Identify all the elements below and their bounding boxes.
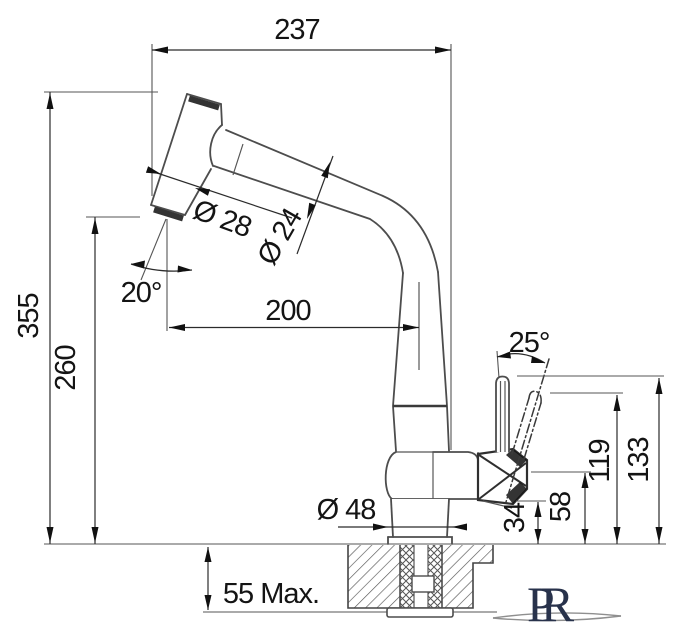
housing-facet	[506, 449, 527, 467]
dim-237: 237	[152, 14, 451, 54]
dim-55-max: 55 Max.	[204, 547, 320, 610]
faucet-base	[388, 499, 452, 544]
dim-label-dia24: Ø 24	[251, 203, 309, 271]
dim-dia-48: Ø 48	[317, 494, 467, 531]
dim-label-260: 260	[50, 345, 82, 390]
housing-facet	[506, 482, 527, 504]
faucet-outline	[150, 93, 550, 545]
dim-label-dia28: Ø 28	[189, 194, 255, 244]
spout-tube-and-column	[214, 130, 449, 451]
countertop-section	[44, 543, 666, 618]
dim-133: 133	[623, 378, 663, 544]
mounting-washer	[386, 607, 454, 618]
lever-axis-line	[505, 358, 550, 503]
counter-hatch-right	[442, 545, 493, 608]
watermark-logo: PR	[492, 576, 622, 632]
spray-head	[151, 94, 221, 215]
dim-label-119: 119	[584, 439, 616, 482]
valve-body	[385, 452, 478, 499]
spout-lower-edge	[213, 165, 404, 274]
dim-label-200: 200	[265, 295, 310, 327]
dim-label-58: 58	[545, 492, 577, 522]
spray-head-top-cap	[188, 95, 220, 111]
dim-label-dia48: Ø 48	[317, 494, 376, 526]
threaded-shank	[386, 545, 454, 618]
dim-label-25deg: 25°	[509, 327, 550, 359]
dim-200: 200	[169, 295, 419, 331]
dim-label-55max: 55 Max.	[223, 578, 319, 610]
lever-upright	[496, 376, 509, 452]
dim-angle-25: 25°	[496, 327, 550, 364]
dim-label-237: 237	[274, 14, 319, 46]
spray-head-aerator	[153, 206, 184, 222]
dim-label-355: 355	[13, 293, 45, 338]
hose-end	[411, 575, 435, 593]
dim-angle-20: 20°	[121, 260, 193, 309]
dim-label-34: 34	[499, 502, 531, 533]
dim-260: 260	[50, 217, 99, 544]
spout-upper-edge	[225, 129, 439, 273]
dim-label-133: 133	[623, 437, 655, 482]
dim-58: 58	[545, 473, 589, 544]
dim-34: 34	[499, 502, 542, 544]
counter-outline	[347, 545, 494, 609]
lever-tilted-ghost	[505, 358, 550, 503]
counter-hatch-left	[348, 545, 400, 608]
dim-label-20deg: 20°	[121, 277, 162, 309]
dim-119: 119	[584, 395, 621, 544]
watermark-swoosh	[492, 612, 622, 619]
watermark-text: PR	[527, 576, 575, 632]
dim-355: 355	[13, 92, 54, 544]
watermark-swoosh	[492, 615, 622, 622]
dimension-annotations: 237 355 260 20° 200	[13, 14, 664, 610]
